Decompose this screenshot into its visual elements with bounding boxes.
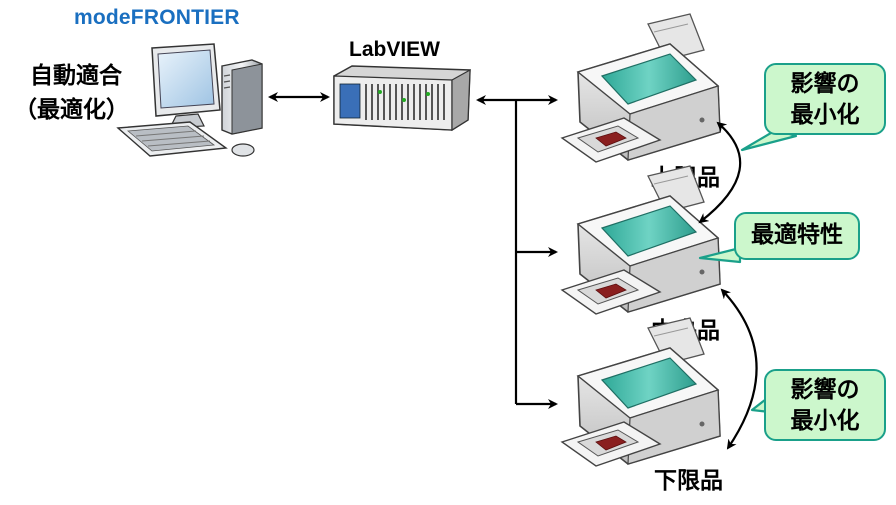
optimizer-software-title: modeFRONTIER [74,6,240,29]
callout-top: 影響の 最小化 [764,63,886,135]
optimizer-label-line1: 自動適合 [30,63,122,89]
optimizer-label-line2: （最適化） [14,97,129,123]
callout-bottom-line2: 最小化 [790,408,860,434]
computer-icon [116,43,263,157]
printer-lower-icon [561,317,721,467]
printer-upper-icon [561,13,721,163]
pxi-chassis-icon [333,65,471,132]
controller-label: LabVIEW [349,38,441,61]
callout-top-line2: 最小化 [790,102,860,128]
callout-middle-text: 最適特性 [751,222,843,248]
center-lower-influence-arrow [720,288,758,450]
printer-center-icon [561,165,721,315]
callout-bottom: 影響の 最小化 [764,369,886,441]
callout-top-line1: 影響の [790,71,860,97]
callout-middle: 最適特性 [734,212,860,260]
upper-center-influence-arrow [698,121,742,224]
callout-bottom-line1: 影響の [790,377,860,403]
connection-lines [268,92,558,409]
printer-label-lower: 下限品 [654,468,723,494]
